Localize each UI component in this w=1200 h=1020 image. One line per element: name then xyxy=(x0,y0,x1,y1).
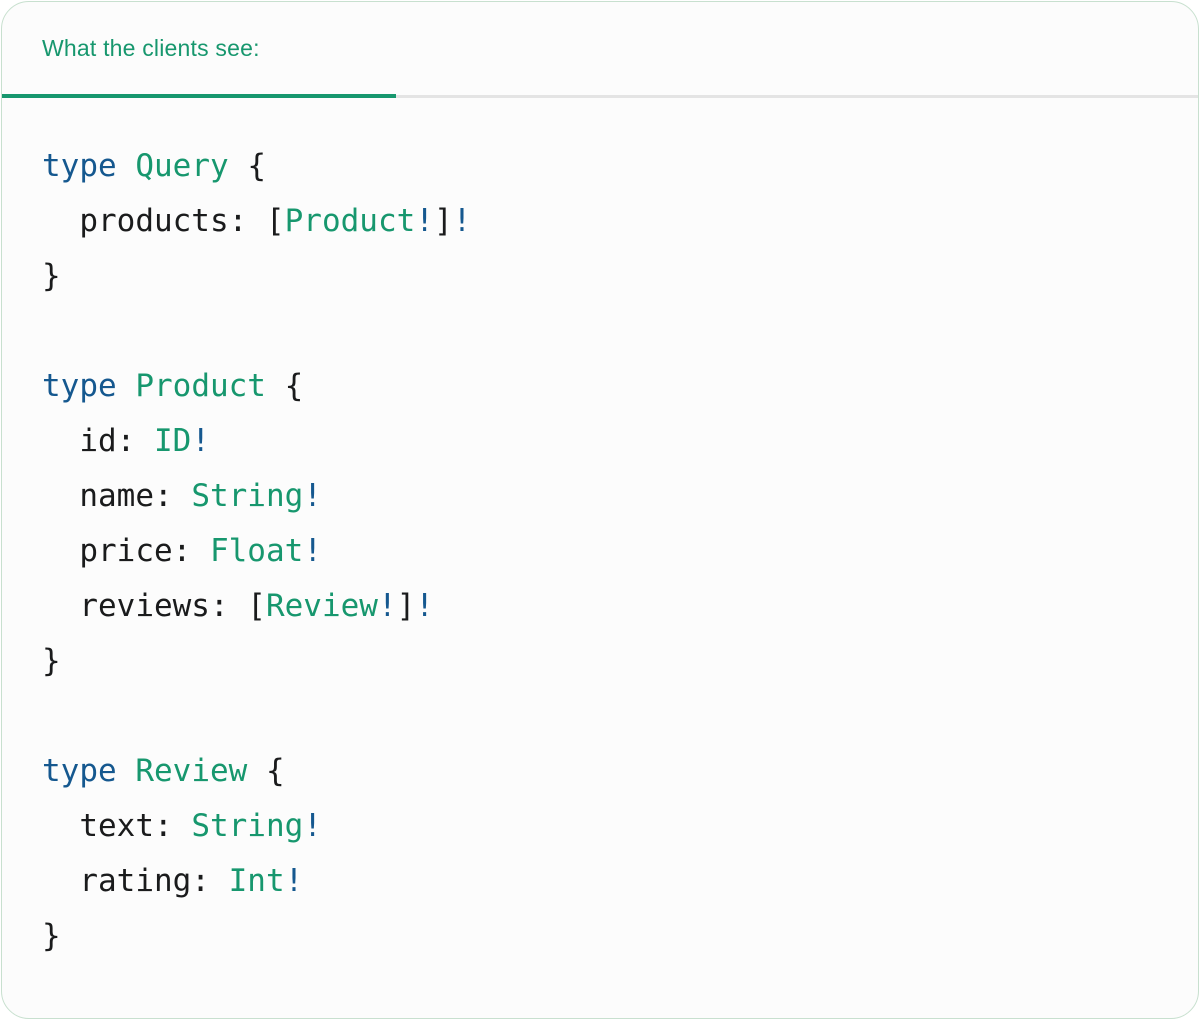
code-line: } xyxy=(42,909,1198,964)
code-token: text: xyxy=(42,808,192,844)
code-line: id: ID! xyxy=(42,414,1198,469)
code-token: ! xyxy=(415,588,434,624)
tab-bar: What the clients see: xyxy=(2,2,1198,98)
tab-what-clients-see[interactable]: What the clients see: xyxy=(2,2,300,95)
code-block: type Query { products: [Product!]!} type… xyxy=(42,139,1198,964)
code-token: type xyxy=(42,753,117,789)
code-token: { xyxy=(247,753,285,789)
code-line: } xyxy=(42,634,1198,689)
tab-label: What the clients see: xyxy=(42,35,260,61)
code-token: ! xyxy=(452,203,472,239)
code-line: } xyxy=(42,249,1198,304)
code-line: name: String! xyxy=(42,469,1198,524)
code-token: type xyxy=(42,368,117,404)
code-token: ! xyxy=(284,863,304,899)
code-token: } xyxy=(42,643,61,679)
code-token: id: xyxy=(42,423,154,459)
code-token: String xyxy=(191,478,304,514)
code-token: Float xyxy=(209,533,304,569)
code-line: text: String! xyxy=(42,799,1198,854)
code-line: type Query { xyxy=(42,139,1198,194)
code-token: name: xyxy=(42,478,192,514)
code-token xyxy=(117,368,136,404)
code-token: ! xyxy=(303,478,322,514)
code-token: products: [ xyxy=(42,203,285,239)
code-line xyxy=(42,689,1198,744)
code-token: type xyxy=(42,148,117,184)
code-token: reviews: [ xyxy=(42,588,266,624)
code-token: { xyxy=(265,368,304,404)
code-token: } xyxy=(42,258,61,294)
code-token: ! xyxy=(377,588,397,624)
code-token: Review xyxy=(265,588,378,624)
active-tab-indicator xyxy=(2,94,396,98)
code-token: price: xyxy=(42,533,210,569)
code-token: Product xyxy=(135,368,266,404)
code-token: ! xyxy=(303,808,322,844)
code-token: Query xyxy=(135,148,229,184)
code-token: ] xyxy=(433,203,453,239)
code-line: type Review { xyxy=(42,744,1198,799)
code-token: rating: xyxy=(42,863,229,899)
code-token xyxy=(117,753,136,789)
code-token: ] xyxy=(396,588,416,624)
code-token: ! xyxy=(191,423,210,459)
code-line: rating: Int! xyxy=(42,854,1198,909)
code-line: products: [Product!]! xyxy=(42,194,1198,249)
code-token: { xyxy=(228,148,266,184)
code-token: } xyxy=(42,918,61,954)
code-token: Product xyxy=(284,203,416,239)
code-token: Int xyxy=(228,863,285,899)
code-line: price: Float! xyxy=(42,524,1198,579)
code-token: ID xyxy=(153,423,192,459)
code-token: ! xyxy=(415,203,434,239)
code-line xyxy=(42,304,1198,359)
code-token xyxy=(117,148,136,184)
code-token: ! xyxy=(303,533,322,569)
code-token: String xyxy=(191,808,304,844)
code-line: type Product { xyxy=(42,359,1198,414)
code-token: Review xyxy=(135,753,248,789)
code-line: reviews: [Review!]! xyxy=(42,579,1198,634)
